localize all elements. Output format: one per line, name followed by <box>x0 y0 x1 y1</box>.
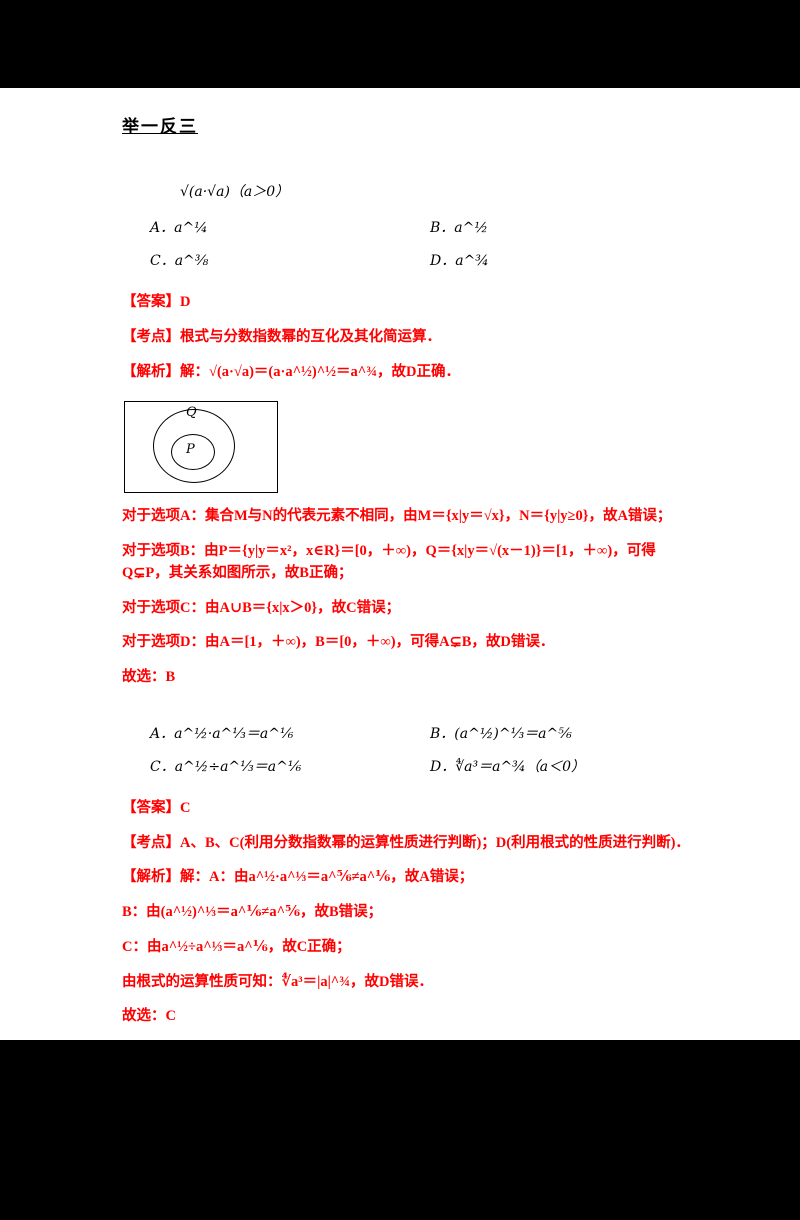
problem2-analysis-line-3: C：由a^½÷a^⅓＝a^⅙，故C正确； <box>122 938 351 955</box>
problem1-option-d: D．a^¾ <box>430 253 489 269</box>
document-page: 举一反三 √(a·√a)（a＞0） A．a^¼ B．a^½ C．a^⅜ D．a^… <box>0 88 800 1040</box>
problem2-option-b: B．(a^½)^⅓＝a^⅚ <box>430 725 572 742</box>
problem1-expression: √(a·√a)（a＞0） <box>180 184 290 200</box>
problem2-analysis-line-4: 由根式的运算性质可知：∜a³＝|a|^¾，故D错误． <box>122 973 434 990</box>
problem2-option-a: A．a^½·a^⅓＝a^⅙ <box>150 725 294 742</box>
problem2-option-d: D．∜a³＝a^¾（a＜0） <box>430 758 586 775</box>
problem2-concept-line: 【考点】A、B、C(利用分数指数幂的运算性质进行判断)；D(利用根式的性质进行判… <box>122 834 690 851</box>
problem1-option-c: C．a^⅜ <box>150 253 209 269</box>
option-d-analysis-line: 对于选项D：由A＝[1，＋∞)，B＝[0，＋∞)，可得A⊊B，故D错误． <box>122 634 555 651</box>
problem2-analysis-line-1: 【解析】解：A：由a^½·a^⅓＝a^⅚≠a^⅙，故A错误； <box>122 869 474 886</box>
section-title: 举一反三 <box>122 117 198 136</box>
option-a-analysis-line: 对于选项A：集合M与N的代表元素不相同，由M＝{x|y＝√x}，N＝{y|y≥0… <box>122 508 672 525</box>
option-c-analysis-line: 对于选项C：由A∪B＝{x|x＞0}，故C错误； <box>122 599 401 616</box>
problem2-option-c: C．a^½÷a^⅓＝a^⅙ <box>150 758 302 775</box>
problem1-option-b: B．a^½ <box>430 220 488 236</box>
problem2-choose-line: 故选：C <box>122 1008 176 1025</box>
problem1-option-a: A．a^¼ <box>150 220 208 236</box>
problem1-options: A．a^¼ B．a^½ C．a^⅜ D．a^¾ <box>150 217 690 270</box>
problem2-answer-line: 【答案】C <box>122 799 191 816</box>
venn-outer-ellipse <box>153 409 235 484</box>
problem1-answer-line: 【答案】D <box>122 294 191 310</box>
problem1-analysis-line: 【解析】解：√(a·√a)＝(a·a^½)^½＝a^¾，故D正确． <box>122 363 461 380</box>
option-b-analysis-line: 对于选项B：由P＝{y|y＝x²，x∈R}＝[0，＋∞)，Q＝{x|y＝√(x－… <box>122 543 656 581</box>
venn-outer-label: Q <box>186 405 197 421</box>
venn-inner-ellipse <box>171 434 215 471</box>
problem-choose-line: 故选：B <box>122 669 176 685</box>
venn-inner-label: P <box>186 442 195 458</box>
problem1-concept-line: 【考点】根式与分数指数幂的互化及其化简运算． <box>122 328 441 345</box>
problem2-options: A．a^½·a^⅓＝a^⅙ B．(a^½)^⅓＝a^⅚ C．a^½÷a^⅓＝a^… <box>150 723 690 776</box>
venn-diagram: Q P <box>124 401 278 494</box>
problem2-analysis-line-2: B：由(a^½)^⅓＝a^⅙≠a^⅚，故B错误； <box>122 904 383 920</box>
